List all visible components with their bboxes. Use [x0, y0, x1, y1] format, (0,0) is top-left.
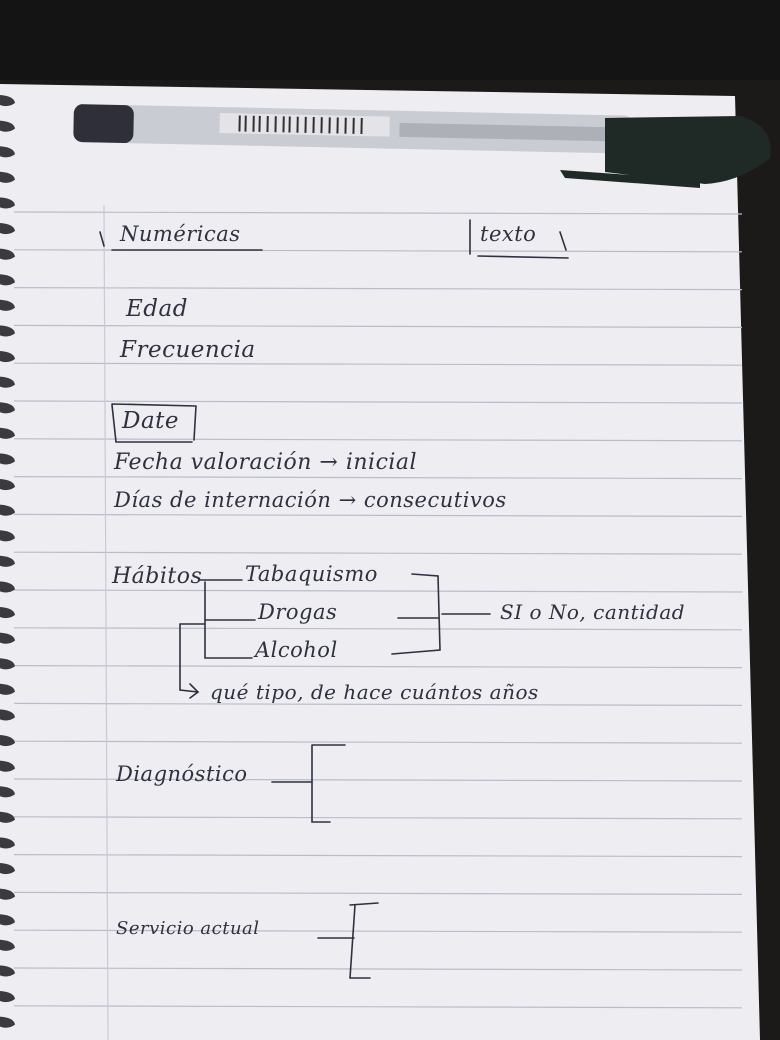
spiral-ring [0, 991, 15, 1003]
rule-line [13, 627, 743, 631]
spiral-ring [0, 632, 15, 644]
rule-line [13, 287, 743, 291]
spiral-ring [0, 1016, 15, 1028]
spiral-ring [0, 581, 15, 593]
spiral-ring [0, 555, 15, 567]
spiral-ring [0, 95, 15, 107]
spiral-ring [0, 402, 15, 414]
pen [73, 104, 771, 188]
spiral-ring [0, 658, 15, 670]
rule-line [13, 476, 743, 480]
date-line-dias: Días de internación → consecutivos [114, 488, 507, 512]
ink-marks [99, 219, 569, 979]
rule-line [13, 551, 743, 555]
ruled-lines [13, 211, 743, 1009]
spiral-ring [0, 223, 15, 235]
dark-top-area [0, 0, 780, 80]
rule-line [13, 513, 743, 518]
spiral-ring [0, 120, 15, 132]
item-edad: Edad [126, 296, 188, 322]
rule-line [13, 816, 743, 820]
rule-line [13, 362, 743, 366]
spiral-ring [0, 709, 15, 721]
habits-label: Hábitos [112, 564, 203, 589]
habit-tabaquismo: Tabaquismo [245, 562, 378, 586]
rule-line [13, 778, 743, 782]
heading-date: Date [122, 408, 180, 434]
spiral-ring [0, 760, 15, 772]
habits-followup: qué tipo, de hace cuántos años [210, 680, 539, 704]
spiral-ring [0, 453, 15, 465]
rule-line [13, 664, 743, 669]
spiral-ring [0, 274, 15, 286]
rule-line [13, 438, 743, 442]
spiral-ring [0, 197, 15, 209]
spiral-ring [0, 786, 15, 798]
notebook-page [0, 84, 760, 1040]
spiral-ring [0, 939, 15, 951]
spiral-ring [0, 837, 15, 849]
rule-line [13, 891, 743, 896]
habit-drogas: Drogas [258, 600, 338, 624]
rule-line [13, 702, 743, 707]
spiral-ring [0, 863, 15, 875]
rule-line [13, 1005, 743, 1009]
margin-line [103, 204, 109, 1040]
spiral-ring [0, 351, 15, 363]
spiral-ring [0, 530, 15, 542]
heading-numericas: Numéricas [120, 222, 241, 246]
label-diagnostico: Diagnóstico [116, 762, 248, 786]
spiral-ring [0, 504, 15, 516]
rule-line [13, 211, 743, 215]
spiral-ring [0, 427, 15, 439]
date-line-fecha: Fecha valoración → inicial [114, 450, 418, 475]
spiral-ring [0, 299, 15, 311]
item-frecuencia: Frecuencia [120, 337, 256, 363]
spiral-ring [0, 888, 15, 900]
spiral-ring [0, 325, 15, 337]
spiral-ring [0, 965, 15, 977]
heading-texto: texto [480, 222, 537, 246]
spiral-ring [0, 248, 15, 260]
rule-line [13, 929, 743, 933]
spiral-ring [0, 607, 15, 619]
rule-line [13, 589, 743, 593]
spiral-binding [0, 95, 15, 1028]
label-servicio-actual: Servicio actual [116, 918, 260, 939]
spiral-ring [0, 479, 15, 491]
rule-line [13, 400, 743, 404]
rule-line [13, 324, 743, 328]
rule-line [13, 740, 743, 744]
rule-line [13, 853, 743, 858]
habits-result: SI o No, cantidad [500, 600, 686, 624]
spiral-ring [0, 146, 15, 158]
spiral-ring [0, 735, 15, 747]
habit-alcohol: Alcohol [255, 638, 338, 662]
spiral-ring [0, 683, 15, 695]
spiral-ring [0, 914, 15, 926]
spiral-ring [0, 811, 15, 823]
spiral-ring [0, 376, 15, 388]
spiral-ring [0, 171, 15, 183]
rule-line [13, 967, 743, 971]
